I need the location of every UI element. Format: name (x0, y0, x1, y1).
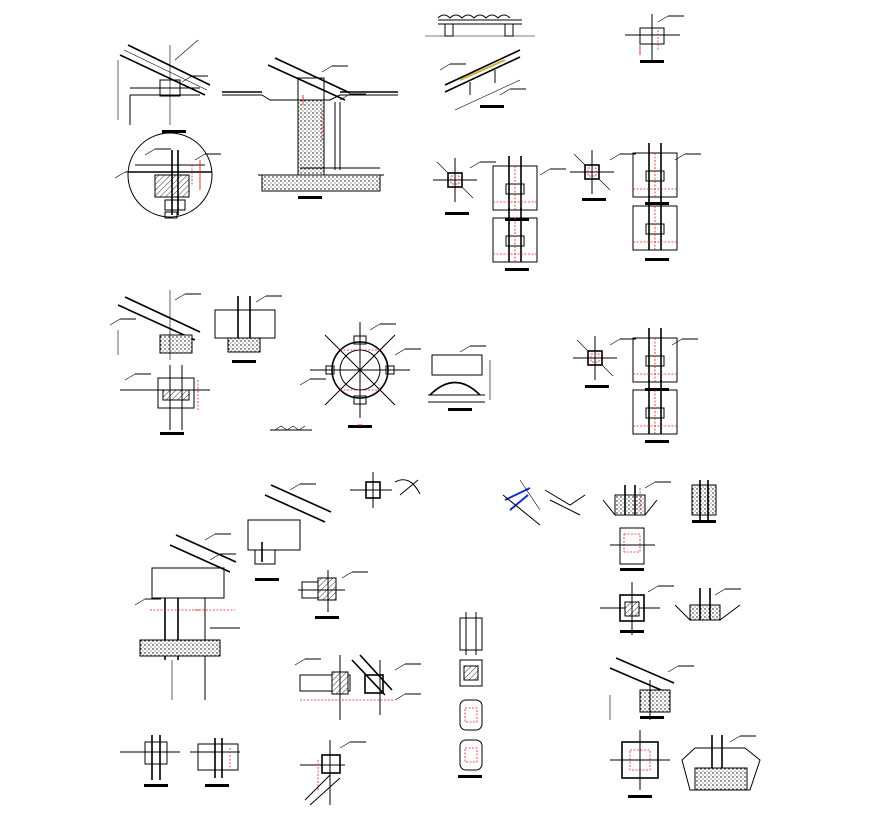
detail-small-joints-center (298, 472, 421, 619)
detail-truss-column-top-left (114, 39, 222, 219)
detail-column-footing-bottom-right (610, 730, 761, 798)
red-dimension-accents (195, 45, 641, 611)
detail-stacked-sections-center (458, 612, 483, 778)
detail-truss-column-mid-left (109, 290, 210, 435)
detail-roof-sheet-profile (425, 14, 535, 111)
detail-small-column-top-right (625, 14, 685, 63)
detail-cross-joint-lower (294, 654, 422, 720)
detail-curved-gusset (428, 345, 491, 411)
detail-truss-column-lower-left (134, 533, 240, 700)
detail-truss-bracket-lower (247, 483, 332, 581)
detail-column-pair-bottom-left (120, 735, 240, 787)
detail-diagonal-joint-bottom (300, 740, 367, 806)
detail-node-cluster-mid-right (572, 327, 699, 443)
detail-column-block-mid (214, 295, 283, 363)
detail-circular-hub-plan (299, 322, 422, 428)
detail-footing-pad-right (602, 480, 717, 523)
detail-blue-bracing (502, 479, 586, 526)
detail-base-plate-right (600, 582, 742, 635)
detail-truss-column-lower-right (609, 657, 695, 720)
detail-column-footing-section (222, 57, 398, 199)
detail-node-cluster-upper (432, 142, 702, 271)
detail-column-section-right (610, 527, 655, 571)
detail-small-plate-label (270, 425, 312, 431)
